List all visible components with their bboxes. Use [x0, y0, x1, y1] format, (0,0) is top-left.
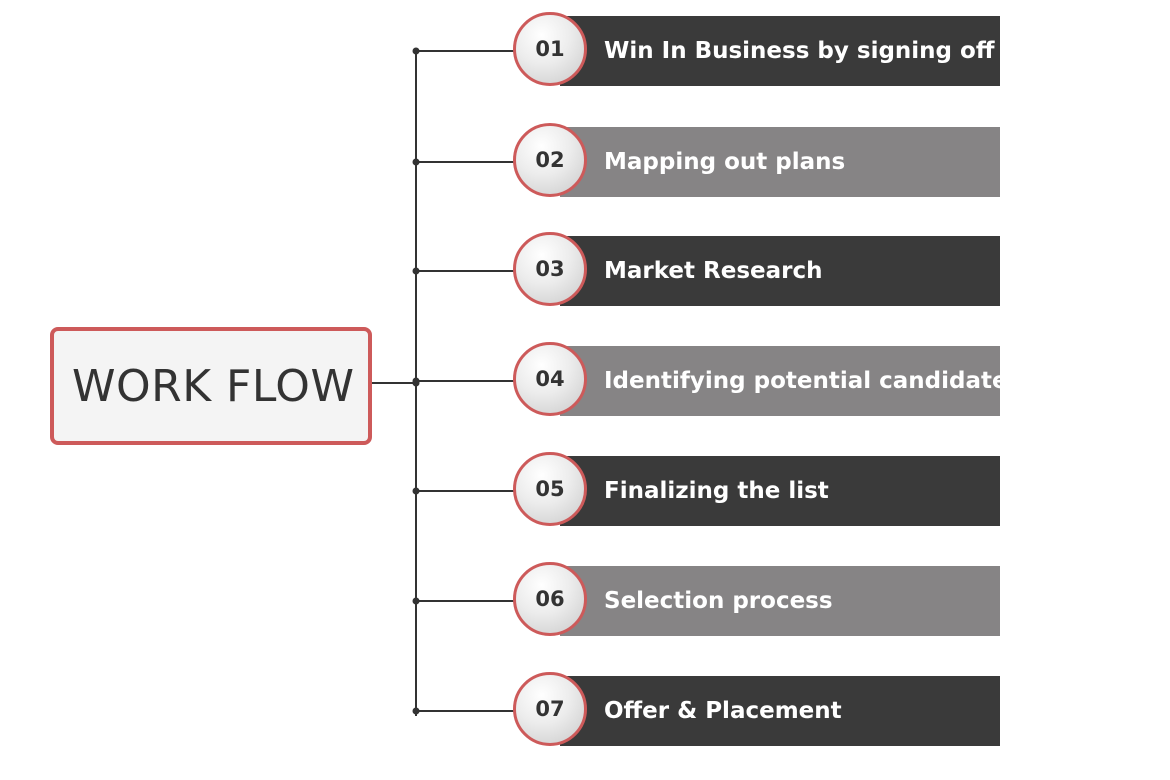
step-number: 07 — [535, 697, 565, 721]
step-label: Offer & Placement — [604, 698, 842, 724]
step-bar: Mapping out plans — [560, 127, 1000, 197]
step-number: 01 — [535, 37, 565, 61]
step-01: Win In Business by signing off 01 — [0, 11, 1170, 91]
step-bar: Identifying potential candidates — [560, 346, 1021, 416]
step-02: Mapping out plans 02 — [0, 122, 1170, 202]
step-04: Identifying potential candidates 04 — [0, 341, 1170, 421]
step-number: 06 — [535, 587, 565, 611]
step-07: Offer & Placement 07 — [0, 671, 1170, 751]
step-06: Selection process 06 — [0, 561, 1170, 641]
workflow-title-box: WORK FLOW — [50, 327, 372, 445]
step-label: Identifying potential candidates — [604, 368, 1022, 394]
step-number: 04 — [535, 367, 565, 391]
workflow-title: WORK FLOW — [72, 360, 355, 412]
step-number: 05 — [535, 477, 565, 501]
step-number-badge: 06 — [513, 562, 587, 636]
step-number-badge: 03 — [513, 232, 587, 306]
step-label: Market Research — [604, 258, 823, 284]
step-03: Market Research 03 — [0, 231, 1170, 311]
step-number-badge: 02 — [513, 123, 587, 197]
step-number-badge: 01 — [513, 12, 587, 86]
step-number: 03 — [535, 257, 565, 281]
step-label: Win In Business by signing off — [604, 38, 995, 64]
step-05: Finalizing the list 05 — [0, 451, 1170, 531]
step-number-badge: 05 — [513, 452, 587, 526]
step-label: Mapping out plans — [604, 149, 846, 175]
step-number-badge: 04 — [513, 342, 587, 416]
step-bar: Market Research — [560, 236, 1000, 306]
step-bar: Offer & Placement — [560, 676, 1000, 746]
step-label: Finalizing the list — [604, 478, 829, 504]
step-bar: Finalizing the list — [560, 456, 1000, 526]
step-bar: Win In Business by signing off — [560, 16, 1000, 86]
step-label: Selection process — [604, 588, 833, 614]
step-number-badge: 07 — [513, 672, 587, 746]
step-number: 02 — [535, 148, 565, 172]
step-bar: Selection process — [560, 566, 1000, 636]
